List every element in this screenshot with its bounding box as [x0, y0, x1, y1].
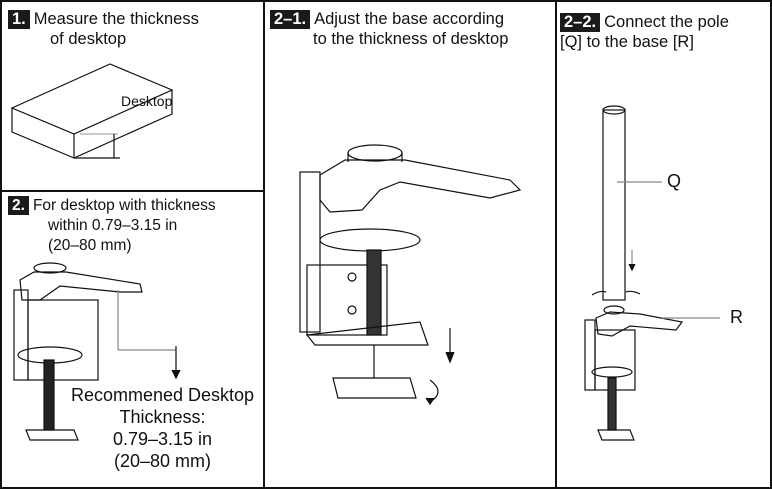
step-badge: 1. — [8, 10, 30, 29]
step-2-1-heading: 2–1.Adjust the base according to the thi… — [270, 9, 508, 49]
large-clamp-drawing — [299, 144, 522, 406]
step-2-heading: 2.For desktop with thickness within 0.79… — [8, 196, 216, 256]
step-2-2-heading: 2–2.Connect the pole [Q] to the base [R] — [560, 13, 729, 51]
small-clamp-drawing — [13, 262, 181, 441]
pole-and-base-drawing — [584, 105, 720, 441]
pole-label-q: Q — [667, 171, 682, 191]
panel-step-2-2 — [555, 0, 772, 489]
base-label-r: R — [730, 307, 743, 327]
step-badge: 2–2. — [560, 13, 601, 32]
step-1-heading: 1.Measure the thickness of desktop — [8, 9, 199, 49]
desktop-slab-drawing — [10, 63, 174, 159]
desktop-label: Desktop — [121, 93, 173, 109]
step-badge: 2. — [8, 196, 29, 215]
recommended-thickness-note: Recommened Desktop Thickness: 0.79–3.15 … — [70, 385, 255, 471]
step-badge: 2–1. — [270, 10, 311, 29]
